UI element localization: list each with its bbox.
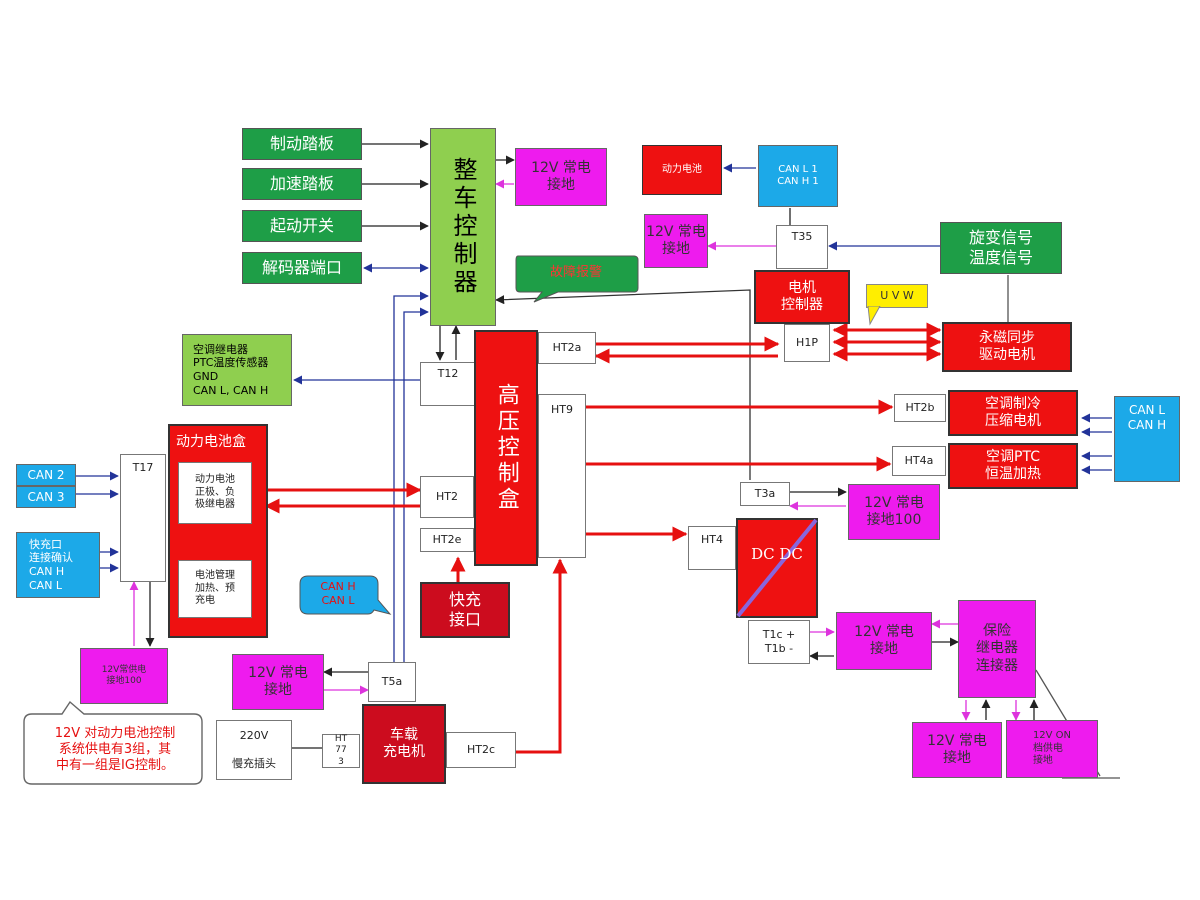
resolver-signal-block: 旋变信号 温度信号 (940, 222, 1062, 274)
dcdc-block-shape (736, 518, 818, 618)
can2-block: CAN 2 (16, 464, 76, 486)
motor-controller-block: 电机 控制器 (754, 270, 850, 324)
connector-t35: T35 (776, 225, 828, 269)
uvw-callout-tail (867, 306, 881, 326)
connector-ht9: HT9 (538, 394, 586, 558)
connector-ht773: HT 77 3 (322, 734, 360, 768)
fast-port-can-block: 快充口 连接确认 CAN H CAN L (16, 532, 100, 598)
power-loop-block: 动力电池 (642, 145, 722, 195)
ac-ptc-block: 空调PTC 恒温加热 (948, 443, 1078, 489)
can-callout-shape (299, 575, 392, 615)
fuse-12v-ground-block: 12V 常电 接地 (912, 722, 1002, 778)
brake-pedal-block: 制动踏板 (242, 128, 362, 160)
fuse-relay-block: 保险 继电器 连接器 (958, 600, 1036, 698)
slow-charge-plug-block: 220V 慢充插头 (216, 720, 292, 780)
bms-12v-ground-block: 12V常供电 接地100 (80, 648, 168, 704)
can1-block: CAN L 1 CAN H 1 (758, 145, 838, 207)
ground100-block: 12V 常电 接地100 (848, 484, 940, 540)
decoder-port-block: 解码器端口 (242, 252, 362, 284)
connector-t12: T12 (420, 362, 476, 406)
pm-sync-motor-block: 永磁同步 驱动电机 (942, 322, 1072, 372)
fault-alarm-label: 故障报警 (549, 264, 602, 280)
dcdc-12v-ground-block: 12V 常电 接地 (836, 612, 932, 670)
connector-ht2: HT2 (420, 476, 474, 518)
can3-block: CAN 3 (16, 486, 76, 508)
start-switch-block: 起动开关 (242, 210, 362, 242)
fast-charge-port-block: 快充 接口 (420, 582, 510, 638)
note-callout-shape (23, 700, 203, 785)
connector-t1: T1c + T1b - (748, 620, 810, 664)
motor-12v-ground-block: 12V 常电 接地 (644, 214, 708, 268)
connector-t17: T17 (120, 454, 166, 582)
high-voltage-control-box: 高压控制盒 (474, 330, 538, 566)
connector-ht4a: HT4a (892, 446, 946, 476)
ac-relay-sensor-block: 空调继电器 PTC温度传感器 GND CAN L, CAN H (182, 334, 292, 406)
connector-ht4: HT4 (688, 526, 736, 570)
ac-compressor-block: 空调制冷 压缩电机 (948, 390, 1078, 436)
bms-block: 电池管理 加热、预 充电 (178, 560, 252, 618)
connector-ht2b: HT2b (894, 394, 946, 422)
fault-alarm-callout-shape (515, 255, 639, 303)
ig-12v-block: 12V ON 档供电 接地 (1006, 720, 1098, 778)
uvw-label: U V W (866, 284, 928, 308)
battery-relay-block: 动力电池 正极、负 极继电器 (178, 462, 252, 524)
connector-t3a: T3a (740, 482, 790, 506)
can-lh-block: CAN L CAN H (1114, 396, 1180, 482)
connector-h1p: H1P (784, 324, 830, 362)
note-text: 12V 对动力电池控制 系统供电有3组，其 中有一组是IG控制。 (54, 725, 176, 774)
charger-12v-ground-block: 12V 常电 接地 (232, 654, 324, 710)
dcdc-label: DC DC (751, 544, 803, 563)
can-callout-text: CAN H CAN L (320, 580, 356, 607)
vehicle-control-unit: 整车控制器 (430, 128, 496, 326)
vcu-12v-ground-block: 12V 常电 接地 (515, 148, 607, 206)
connector-ht2c: HT2c (446, 732, 516, 768)
onboard-charger-block: 车载 充电机 (362, 704, 446, 784)
connector-ht2e: HT2e (420, 528, 474, 552)
connector-t5a: T5a (368, 662, 416, 702)
accelerator-pedal-block: 加速踏板 (242, 168, 362, 200)
connector-ht2a: HT2a (538, 332, 596, 364)
